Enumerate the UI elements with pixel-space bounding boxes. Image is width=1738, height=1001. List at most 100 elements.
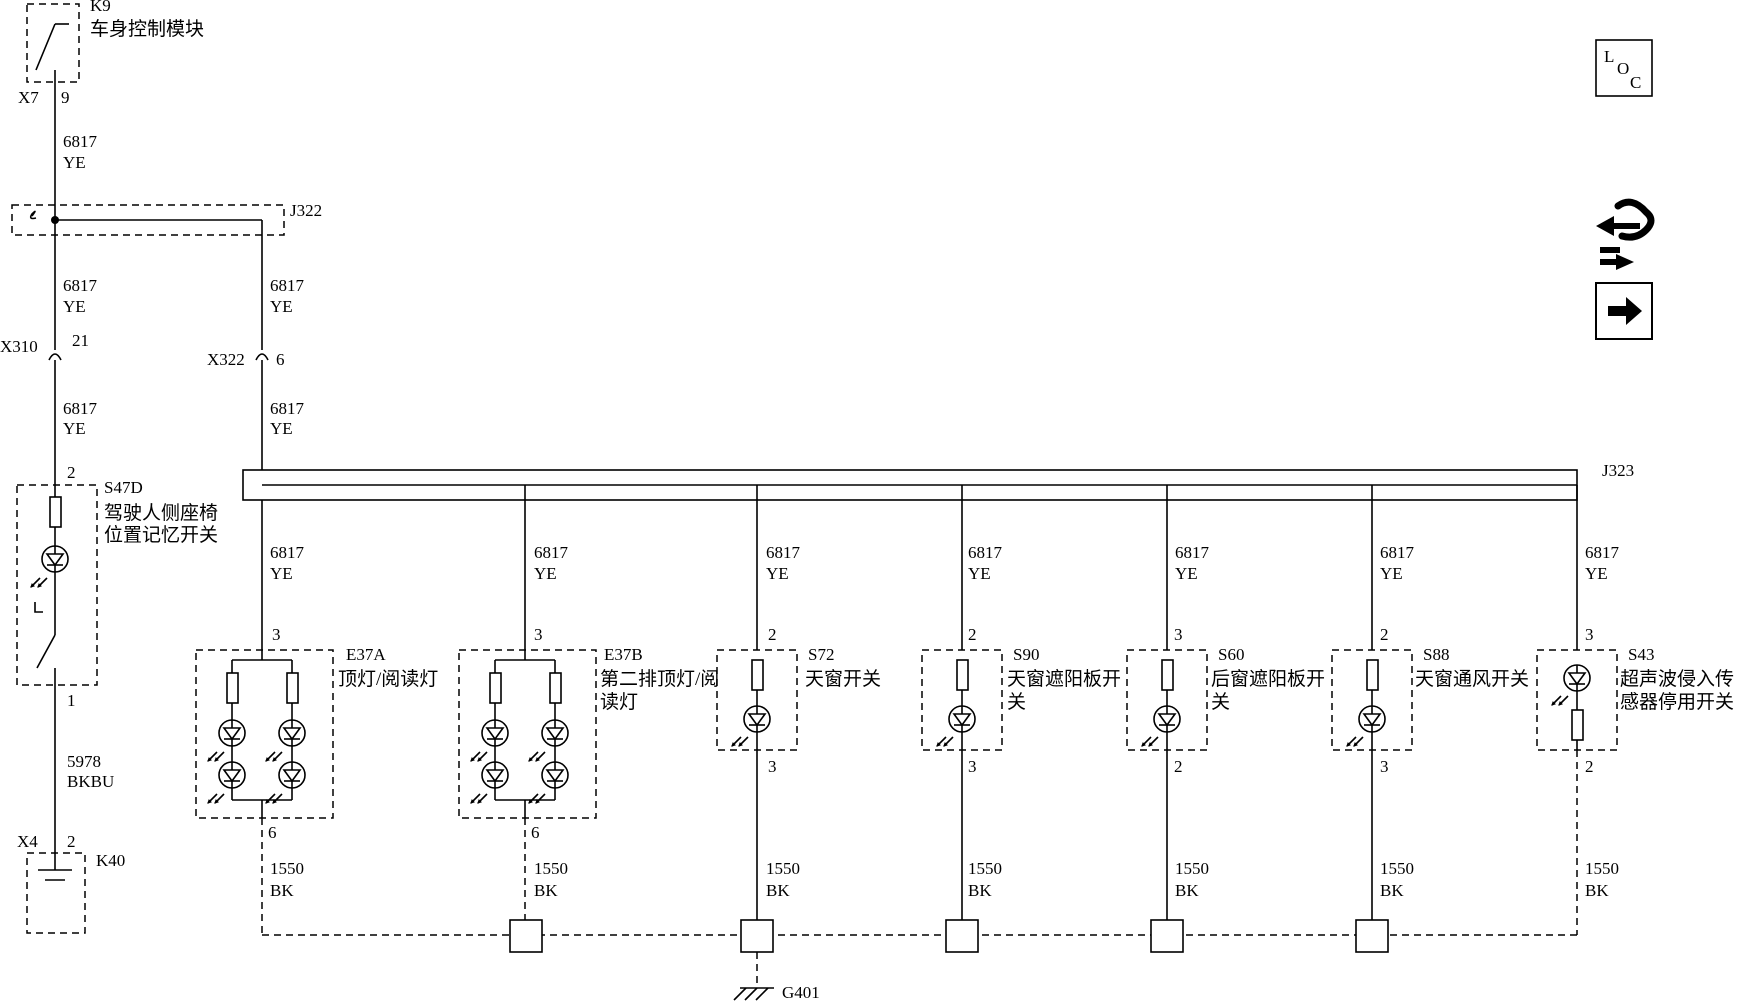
top-wire-color: YE — [63, 153, 86, 172]
ground-connector — [509, 919, 543, 953]
connector-path-icon[interactable] — [1596, 198, 1655, 270]
gnd-6-color: BK — [1585, 881, 1609, 900]
gnd-5-circuit: 1550 — [1380, 859, 1414, 878]
gnd-3-circuit: 1550 — [968, 859, 1002, 878]
branch-4-color: YE — [1175, 564, 1198, 583]
gnd-3-color: BK — [968, 881, 992, 900]
seat-memory-switch-s47d: 2 S47D 驾驶人侧座椅 位置记忆开关 1 — [16, 463, 218, 835]
intrusion-sensor-switch-s43: 3 S43 超声波侵入传 感器停用开关 2 — [1536, 625, 1734, 776]
branch-2-circuit: 6817 — [766, 543, 801, 562]
branch-6-color: YE — [1585, 564, 1608, 583]
bcm-pin: 9 — [61, 88, 70, 107]
gnd-1-circuit: 1550 — [534, 859, 568, 878]
k40-module: X4 2 K40 — [17, 832, 125, 934]
loc-o: O — [1617, 59, 1629, 78]
s88-pin-bottom: 3 — [1380, 757, 1389, 776]
sunshade-switch-s90: 2 S90 天窗遮阳板开 关 3 — [921, 625, 1121, 776]
rear-sunshade-switch-s60: 3 S60 后窗遮阳板开 关 2 — [1126, 625, 1325, 776]
j322-ref: J322 — [290, 201, 322, 220]
right-mid-circuit: 6817 — [270, 276, 305, 295]
s47d-line1: 驾驶人侧座椅 — [104, 502, 218, 524]
s60-ref: S60 — [1218, 645, 1244, 664]
branch-5-circuit: 6817 — [1380, 543, 1415, 562]
s43-ref: S43 — [1628, 645, 1654, 664]
gnd-0-circuit: 1550 — [270, 859, 304, 878]
ground-connectors — [509, 919, 1389, 953]
s88-ref: S88 — [1423, 645, 1449, 664]
s43-line1: 超声波侵入传 — [1620, 668, 1734, 690]
right-low-color: YE — [270, 419, 293, 438]
s90-pin-bottom: 3 — [968, 757, 977, 776]
branch-3-color: YE — [968, 564, 991, 583]
gnd-2-color: BK — [766, 881, 790, 900]
right-low-circuit: 6817 — [270, 399, 305, 418]
s72-pin-bottom: 3 — [768, 757, 777, 776]
e37a-pin-bottom: 6 — [268, 823, 277, 842]
dome-lamp-e37a: 3 E37A 顶灯/阅读灯 6 — [195, 625, 438, 842]
k40-pin: 2 — [67, 832, 76, 851]
branch-0-color: YE — [270, 564, 293, 583]
sunroof-switch-s72: 2 S72 天窗开关 3 — [716, 625, 881, 776]
x322-ref: X322 — [207, 350, 245, 369]
s60-pin-bottom: 2 — [1174, 757, 1183, 776]
e37b-pin-bottom: 6 — [531, 823, 540, 842]
e37a-line1: 顶灯/阅读灯 — [338, 668, 438, 690]
branch-wire-labels: 6817 YE 6817 YE 6817 YE 6817 YE 6817 YE … — [270, 543, 1620, 583]
x310-ref: X310 — [0, 337, 38, 356]
s88-line1: 天窗通风开关 — [1415, 668, 1529, 690]
arrow-right-icon[interactable] — [1595, 282, 1653, 340]
gnd-1-color: BK — [534, 881, 558, 900]
splice-j322: J322 — [11, 201, 322, 350]
gnd-2-circuit: 1550 — [766, 859, 800, 878]
ground-connector — [740, 919, 774, 953]
gnd-5-color: BK — [1380, 881, 1404, 900]
x322-pin: 6 — [276, 350, 285, 369]
ground-g401: G401 — [733, 952, 820, 1001]
x310-pin: 21 — [72, 331, 89, 350]
loc-c: C — [1630, 73, 1641, 92]
gnd-0-color: BK — [270, 881, 294, 900]
branch-4-circuit: 6817 — [1175, 543, 1210, 562]
s60-line1: 后窗遮阳板开 — [1211, 668, 1325, 690]
s72-pin-top: 2 — [768, 625, 777, 644]
e37b-ref: E37B — [604, 645, 643, 664]
branch-2-color: YE — [766, 564, 789, 583]
s47d-ref: S47D — [104, 478, 143, 497]
branch-1-circuit: 6817 — [534, 543, 569, 562]
gnd-4-color: BK — [1175, 881, 1199, 900]
bcm-name: 车身控制模块 — [90, 18, 204, 40]
loc-l: L — [1604, 47, 1614, 66]
s90-ref: S90 — [1013, 645, 1039, 664]
loc-icon[interactable]: L O C — [1595, 39, 1653, 97]
branch-1-color: YE — [534, 564, 557, 583]
ground-connector — [1150, 919, 1184, 953]
s90-pin-top: 2 — [968, 625, 977, 644]
branch-5-color: YE — [1380, 564, 1403, 583]
gnd-4-circuit: 1550 — [1175, 859, 1209, 878]
ground-connector — [945, 919, 979, 953]
second-row-lamp-e37b: 3 E37B 第二排顶灯/阅 读灯 6 — [458, 625, 719, 842]
e37a-pin-top: 3 — [272, 625, 281, 644]
k40-ref: K40 — [96, 851, 125, 870]
ground-connector — [1355, 919, 1389, 953]
left-mid-circuit: 6817 — [63, 276, 98, 295]
gnd-6-circuit: 1550 — [1585, 859, 1619, 878]
s72-ref: S72 — [808, 645, 834, 664]
right-mid-color: YE — [270, 297, 293, 316]
connector-x310: X310 21 — [0, 331, 89, 485]
s47d-gnd-color: BKBU — [67, 772, 114, 791]
left-low-color: YE — [63, 419, 86, 438]
e37b-line2: 读灯 — [600, 691, 638, 713]
s60-line2: 关 — [1211, 691, 1230, 713]
e37b-pin-top: 3 — [534, 625, 543, 644]
s72-line1: 天窗开关 — [805, 668, 881, 690]
left-low-circuit: 6817 — [63, 399, 98, 418]
sunroof-vent-switch-s88: 2 S88 天窗通风开关 3 — [1331, 625, 1529, 776]
s47d-pin-top: 2 — [67, 463, 76, 482]
branch-wires — [261, 485, 1578, 650]
connector-x322: X322 6 — [207, 350, 285, 470]
bcm-ref: K9 — [90, 0, 111, 15]
bcm-connector: X7 — [18, 88, 39, 107]
s90-line1: 天窗遮阳板开 — [1007, 668, 1121, 690]
